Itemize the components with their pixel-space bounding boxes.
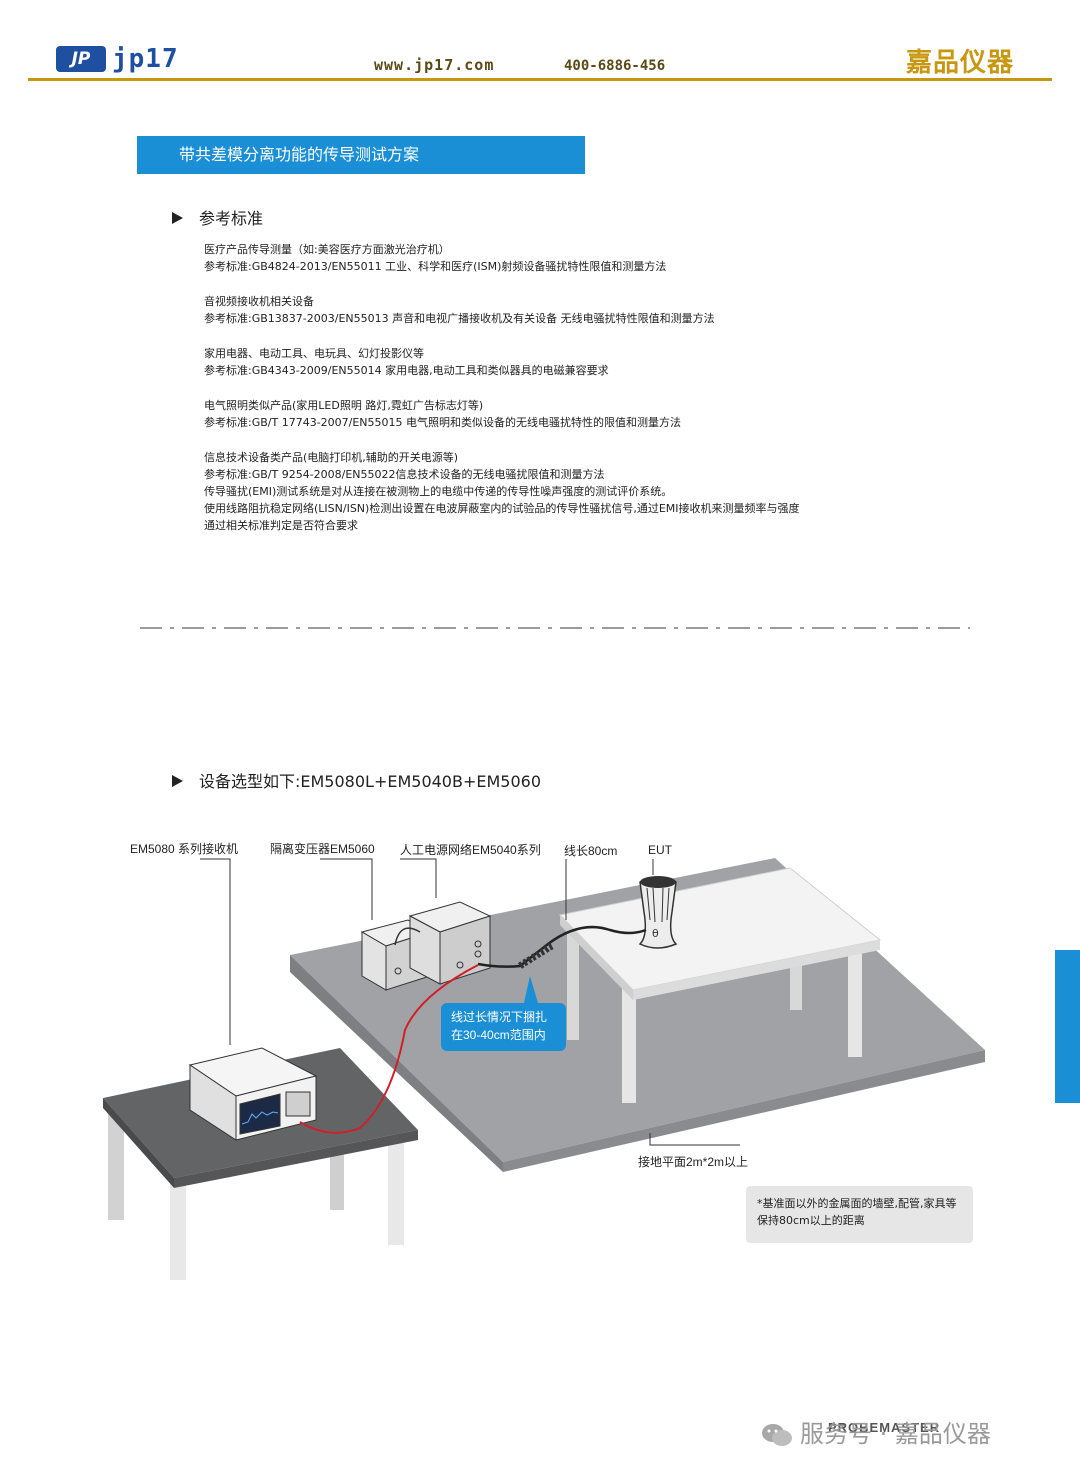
standard-block-lighting: 电气照明类似产品(家用LED照明 路灯,霓虹广告标志灯等) 参考标准:GB/T 1…: [204, 397, 681, 431]
rf-cable: [299, 964, 479, 1134]
company-logo: JP jp17: [56, 44, 186, 76]
standard-block-appliance: 家用电器、电动工具、电玩具、幻灯投影仪等参考标准:GB4343-2009/EN5…: [204, 345, 609, 379]
equipment-heading-text: 设备选型如下:EM5080L+EM5040B+EM5060: [199, 772, 541, 791]
wechat-icon: [762, 1424, 792, 1446]
wechat-watermark: 服务号 · 嘉品仪器: [760, 1414, 991, 1449]
side-tab-marker: [1055, 950, 1080, 1103]
label-eut: EUT: [648, 843, 672, 857]
standard-line: 参考标准:GB/T 17743-2007/EN55015 电气照明和类似设备的无…: [204, 416, 682, 429]
page-title: 带共差模分离功能的传导测试方案: [137, 136, 585, 174]
probemaster-mark: PROBEMASTER: [828, 1420, 941, 1435]
bundle-callout: 线过长情况下捆扎 在30-40cm范围内: [441, 1003, 566, 1051]
triangle-bullet-icon: [172, 774, 183, 787]
note-line: *基准面以外的金属面的墙壁,配管,家具等: [757, 1197, 957, 1210]
emi-receiver: [188, 1047, 318, 1141]
header-brand: 嘉品仪器: [906, 48, 1015, 78]
label-leader-lines: [200, 858, 740, 1146]
header-phone: 400-6886-456: [564, 58, 666, 74]
label-cable-length: 线长80cm: [564, 844, 618, 858]
watermark-text: 服务号 · 嘉品仪器: [800, 1420, 991, 1448]
triangle-bullet-icon: [172, 211, 183, 224]
equipment-heading: 设备选型如下:EM5080L+EM5040B+EM5060: [172, 768, 541, 792]
bundled-cable-coil: [517, 942, 554, 969]
standard-line: 医疗产品传导测量（如:美容医疗方面激光治疗机）: [204, 243, 450, 256]
dash-dot-divider: [140, 627, 970, 629]
label-transformer: 隔离变压器EM5060: [270, 842, 375, 856]
label-ground-plane: 接地平面2m*2m以上: [638, 1155, 749, 1169]
standard-line: 参考标准:GB13837-2003/EN55013 声音和电视广播接收机及有关设…: [204, 312, 715, 325]
standard-line: 音视频接收机相关设备: [204, 295, 314, 308]
test-setup-diagram: θ: [103, 858, 985, 1280]
standard-line: 传导骚扰(EMI)测试系统是对从连接在被测物上的电缆中传递的传导性噪声强度的测试…: [204, 485, 673, 498]
standard-line: 电气照明类似产品(家用LED照明 路灯,霓虹广告标志灯等): [204, 399, 484, 412]
logo-mark: JP: [56, 46, 106, 72]
standard-line: 参考标准:GB4343-2009/EN55014 家用电器,电动工具和类似器具的…: [204, 364, 609, 377]
eut-device: θ: [638, 876, 678, 949]
standard-line: 参考标准:GB/T 9254-2008/EN55022信息技术设备的无线电骚扰限…: [204, 468, 605, 481]
standard-line: 通过相关标准判定是否符合要求: [204, 519, 358, 532]
note-line: 保持80cm以上的距离: [757, 1214, 865, 1227]
svg-text:θ: θ: [652, 927, 659, 940]
power-cable: [394, 927, 421, 946]
standard-line: 参考标准:GB4824-2013/EN55011 工业、科学和医疗(ISM)射频…: [204, 260, 667, 273]
standard-line: 使用线路阻抗稳定网络(LISN/ISN)检测出设置在电波屏蔽室内的试验品的传导性…: [204, 502, 800, 515]
reference-heading: 参考标准: [172, 205, 263, 229]
label-receiver: EM5080 系列接收机: [130, 842, 239, 856]
standard-block-av: 音视频接收机相关设备参考标准:GB13837-2003/EN55013 声音和电…: [204, 293, 715, 327]
callout-pointer: [524, 976, 538, 1003]
standard-line: 信息技术设备类产品(电脑打印机,辅助的开关电源等): [204, 451, 459, 464]
standard-line: 家用电器、电动工具、电玩具、幻灯投影仪等: [204, 347, 424, 360]
logo-text: jp17: [112, 44, 179, 74]
standard-block-medical: 医疗产品传导测量（如:美容医疗方面激光治疗机） 参考标准:GB4824-2013/…: [204, 241, 666, 275]
callout-line: 线过长情况下捆扎: [451, 1010, 548, 1024]
reference-heading-text: 参考标准: [199, 209, 264, 228]
standard-block-it: 信息技术设备类产品(电脑打印机,辅助的开关电源等) 参考标准:GB/T 9254-…: [204, 449, 800, 534]
label-lisn: 人工电源网络EM5040系列: [400, 843, 541, 857]
header-url[interactable]: www.jp17.com: [374, 56, 495, 74]
eut-table: [559, 867, 882, 1103]
distance-note: *基准面以外的金属面的墙壁,配管,家具等保持80cm以上的距离: [746, 1186, 973, 1243]
header-divider: [28, 78, 1052, 81]
callout-line: 在30-40cm范围内: [451, 1028, 546, 1042]
lisn-network: [408, 901, 492, 985]
eut-cable: [477, 925, 647, 968]
